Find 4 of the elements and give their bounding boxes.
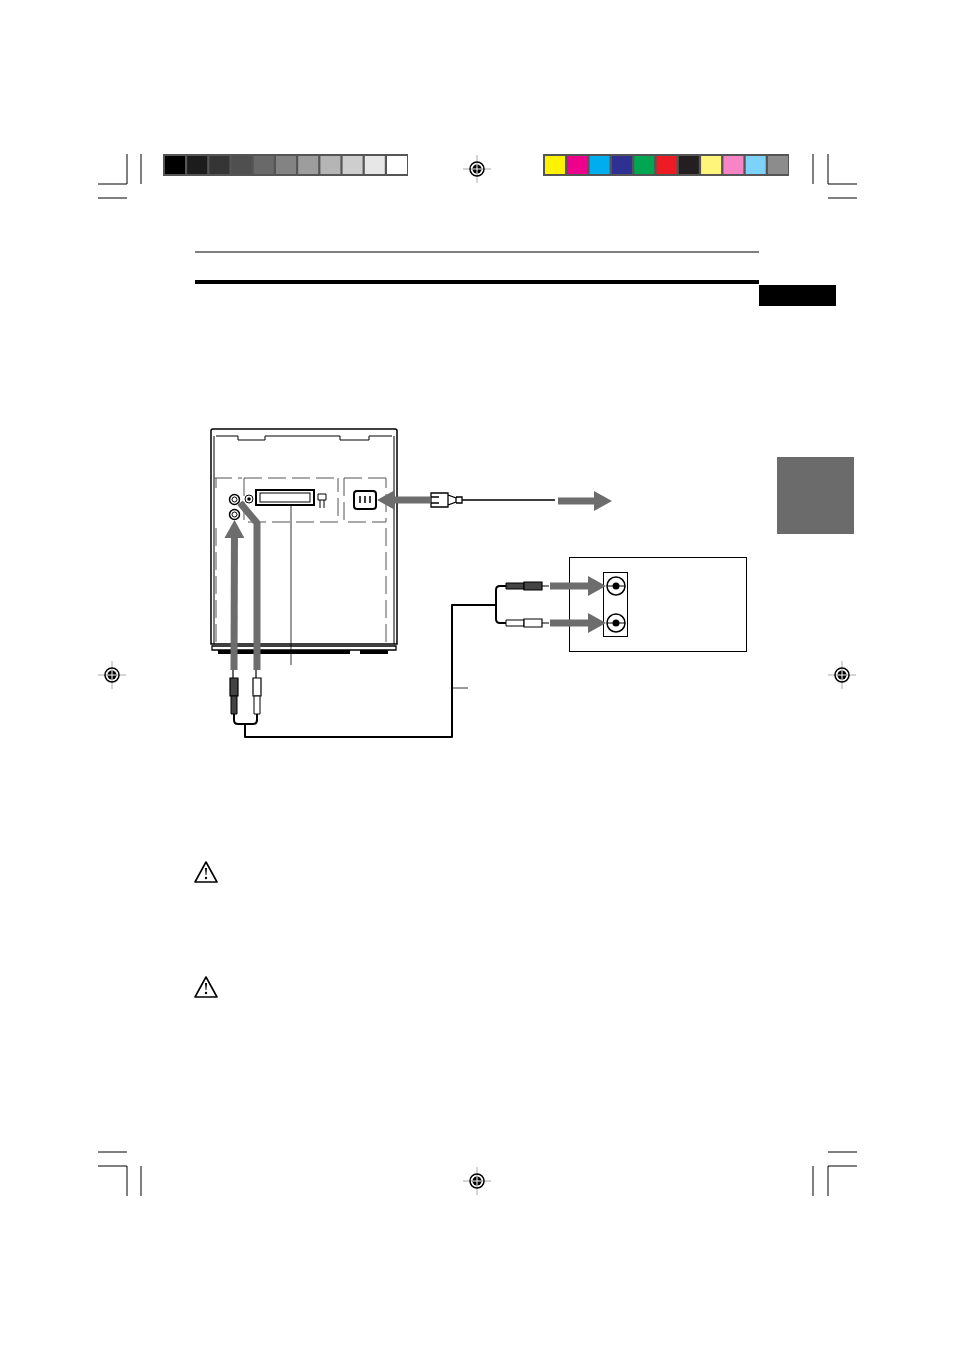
arrow: [377, 490, 430, 510]
arrow: [550, 613, 606, 633]
cable: [244, 604, 495, 738]
arrow: [550, 576, 606, 596]
